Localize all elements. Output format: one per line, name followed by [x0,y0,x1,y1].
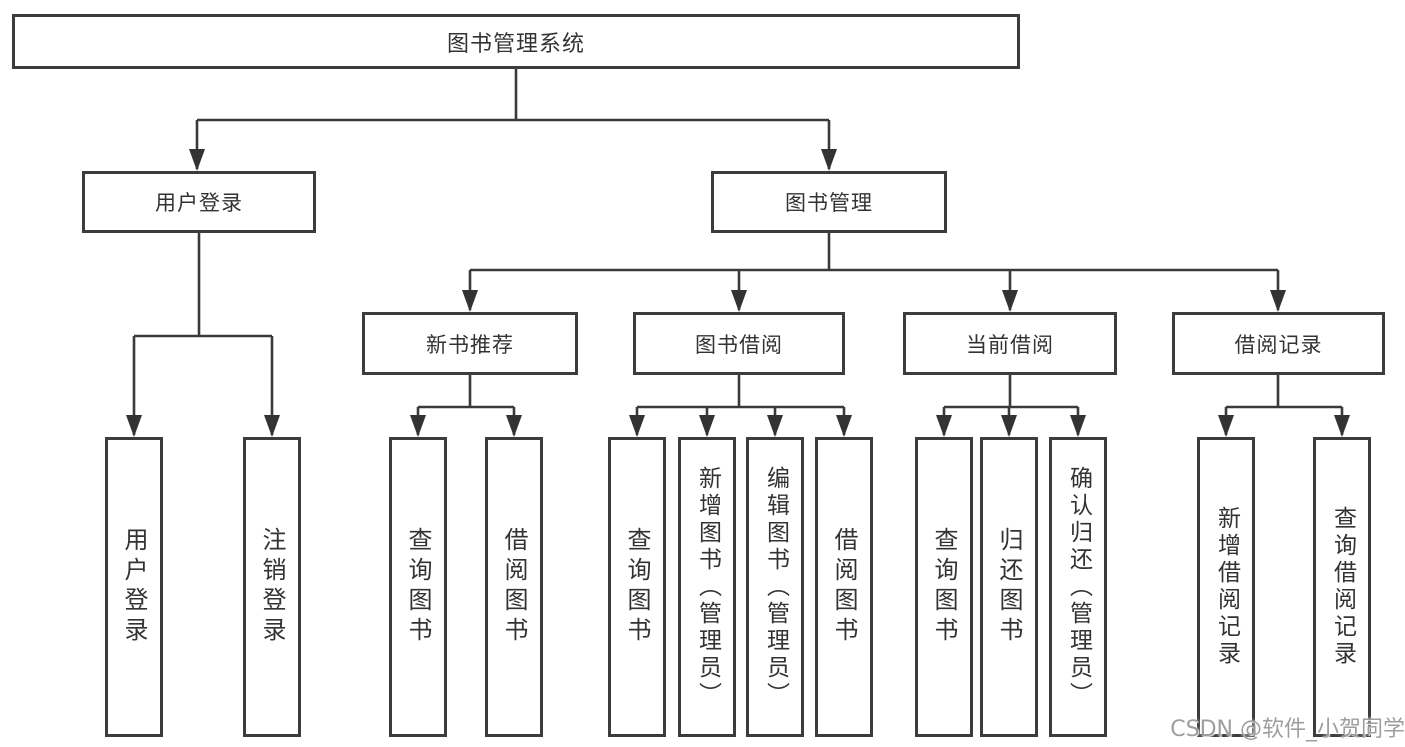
csdn-watermark: CSDN @软件_小贺同学 [1170,717,1405,742]
leaf-borrow-add-books-admin: 新增图书（管理员） [678,437,736,737]
leaf-borrow-borrow-books-label: 借阅图书 [830,527,858,647]
leaf-records-query-record-label: 查询借阅记录 [1329,506,1356,668]
leaf-current-query-books-label: 查询图书 [930,527,958,647]
node-book-borrow: 图书借阅 [633,312,845,375]
leaf-borrow-query-books: 查询图书 [608,437,666,737]
leaf-records-query-record: 查询借阅记录 [1313,437,1371,737]
node-current-borrow: 当前借阅 [903,312,1117,375]
leaf-logout: 注销登录 [243,437,301,737]
leaf-current-confirm-return-admin: 确认归还（管理员） [1049,437,1107,737]
node-user-login: 用户登录 [82,171,316,233]
node-new-book-recommend: 新书推荐 [362,312,578,375]
leaf-newbook-query-books-label: 查询图书 [404,527,432,647]
leaf-records-add-record: 新增借阅记录 [1197,437,1255,737]
node-borrow-records: 借阅记录 [1172,312,1385,375]
leaf-borrow-query-books-label: 查询图书 [623,527,651,647]
leaf-user-login-label: 用户登录 [120,527,148,647]
leaf-current-query-books: 查询图书 [915,437,973,737]
leaf-newbook-borrow-books: 借阅图书 [485,437,543,737]
leaf-current-return-books: 归还图书 [980,437,1038,737]
leaf-borrow-add-books-admin-label: 新增图书（管理员） [694,465,721,709]
leaf-borrow-borrow-books: 借阅图书 [815,437,873,737]
leaf-current-return-books-label: 归还图书 [995,527,1023,647]
leaf-logout-label: 注销登录 [258,527,286,647]
leaf-current-confirm-return-admin-label: 确认归还（管理员） [1065,465,1092,709]
leaf-borrow-edit-books-admin: 编辑图书（管理员） [746,437,804,737]
leaf-newbook-query-books: 查询图书 [389,437,447,737]
node-book-management: 图书管理 [711,171,947,233]
leaf-newbook-borrow-books-label: 借阅图书 [500,527,528,647]
node-root-library-system: 图书管理系统 [12,14,1020,69]
leaf-borrow-edit-books-admin-label: 编辑图书（管理员） [762,465,789,709]
leaf-records-add-record-label: 新增借阅记录 [1213,506,1240,668]
leaf-user-login: 用户登录 [105,437,163,737]
